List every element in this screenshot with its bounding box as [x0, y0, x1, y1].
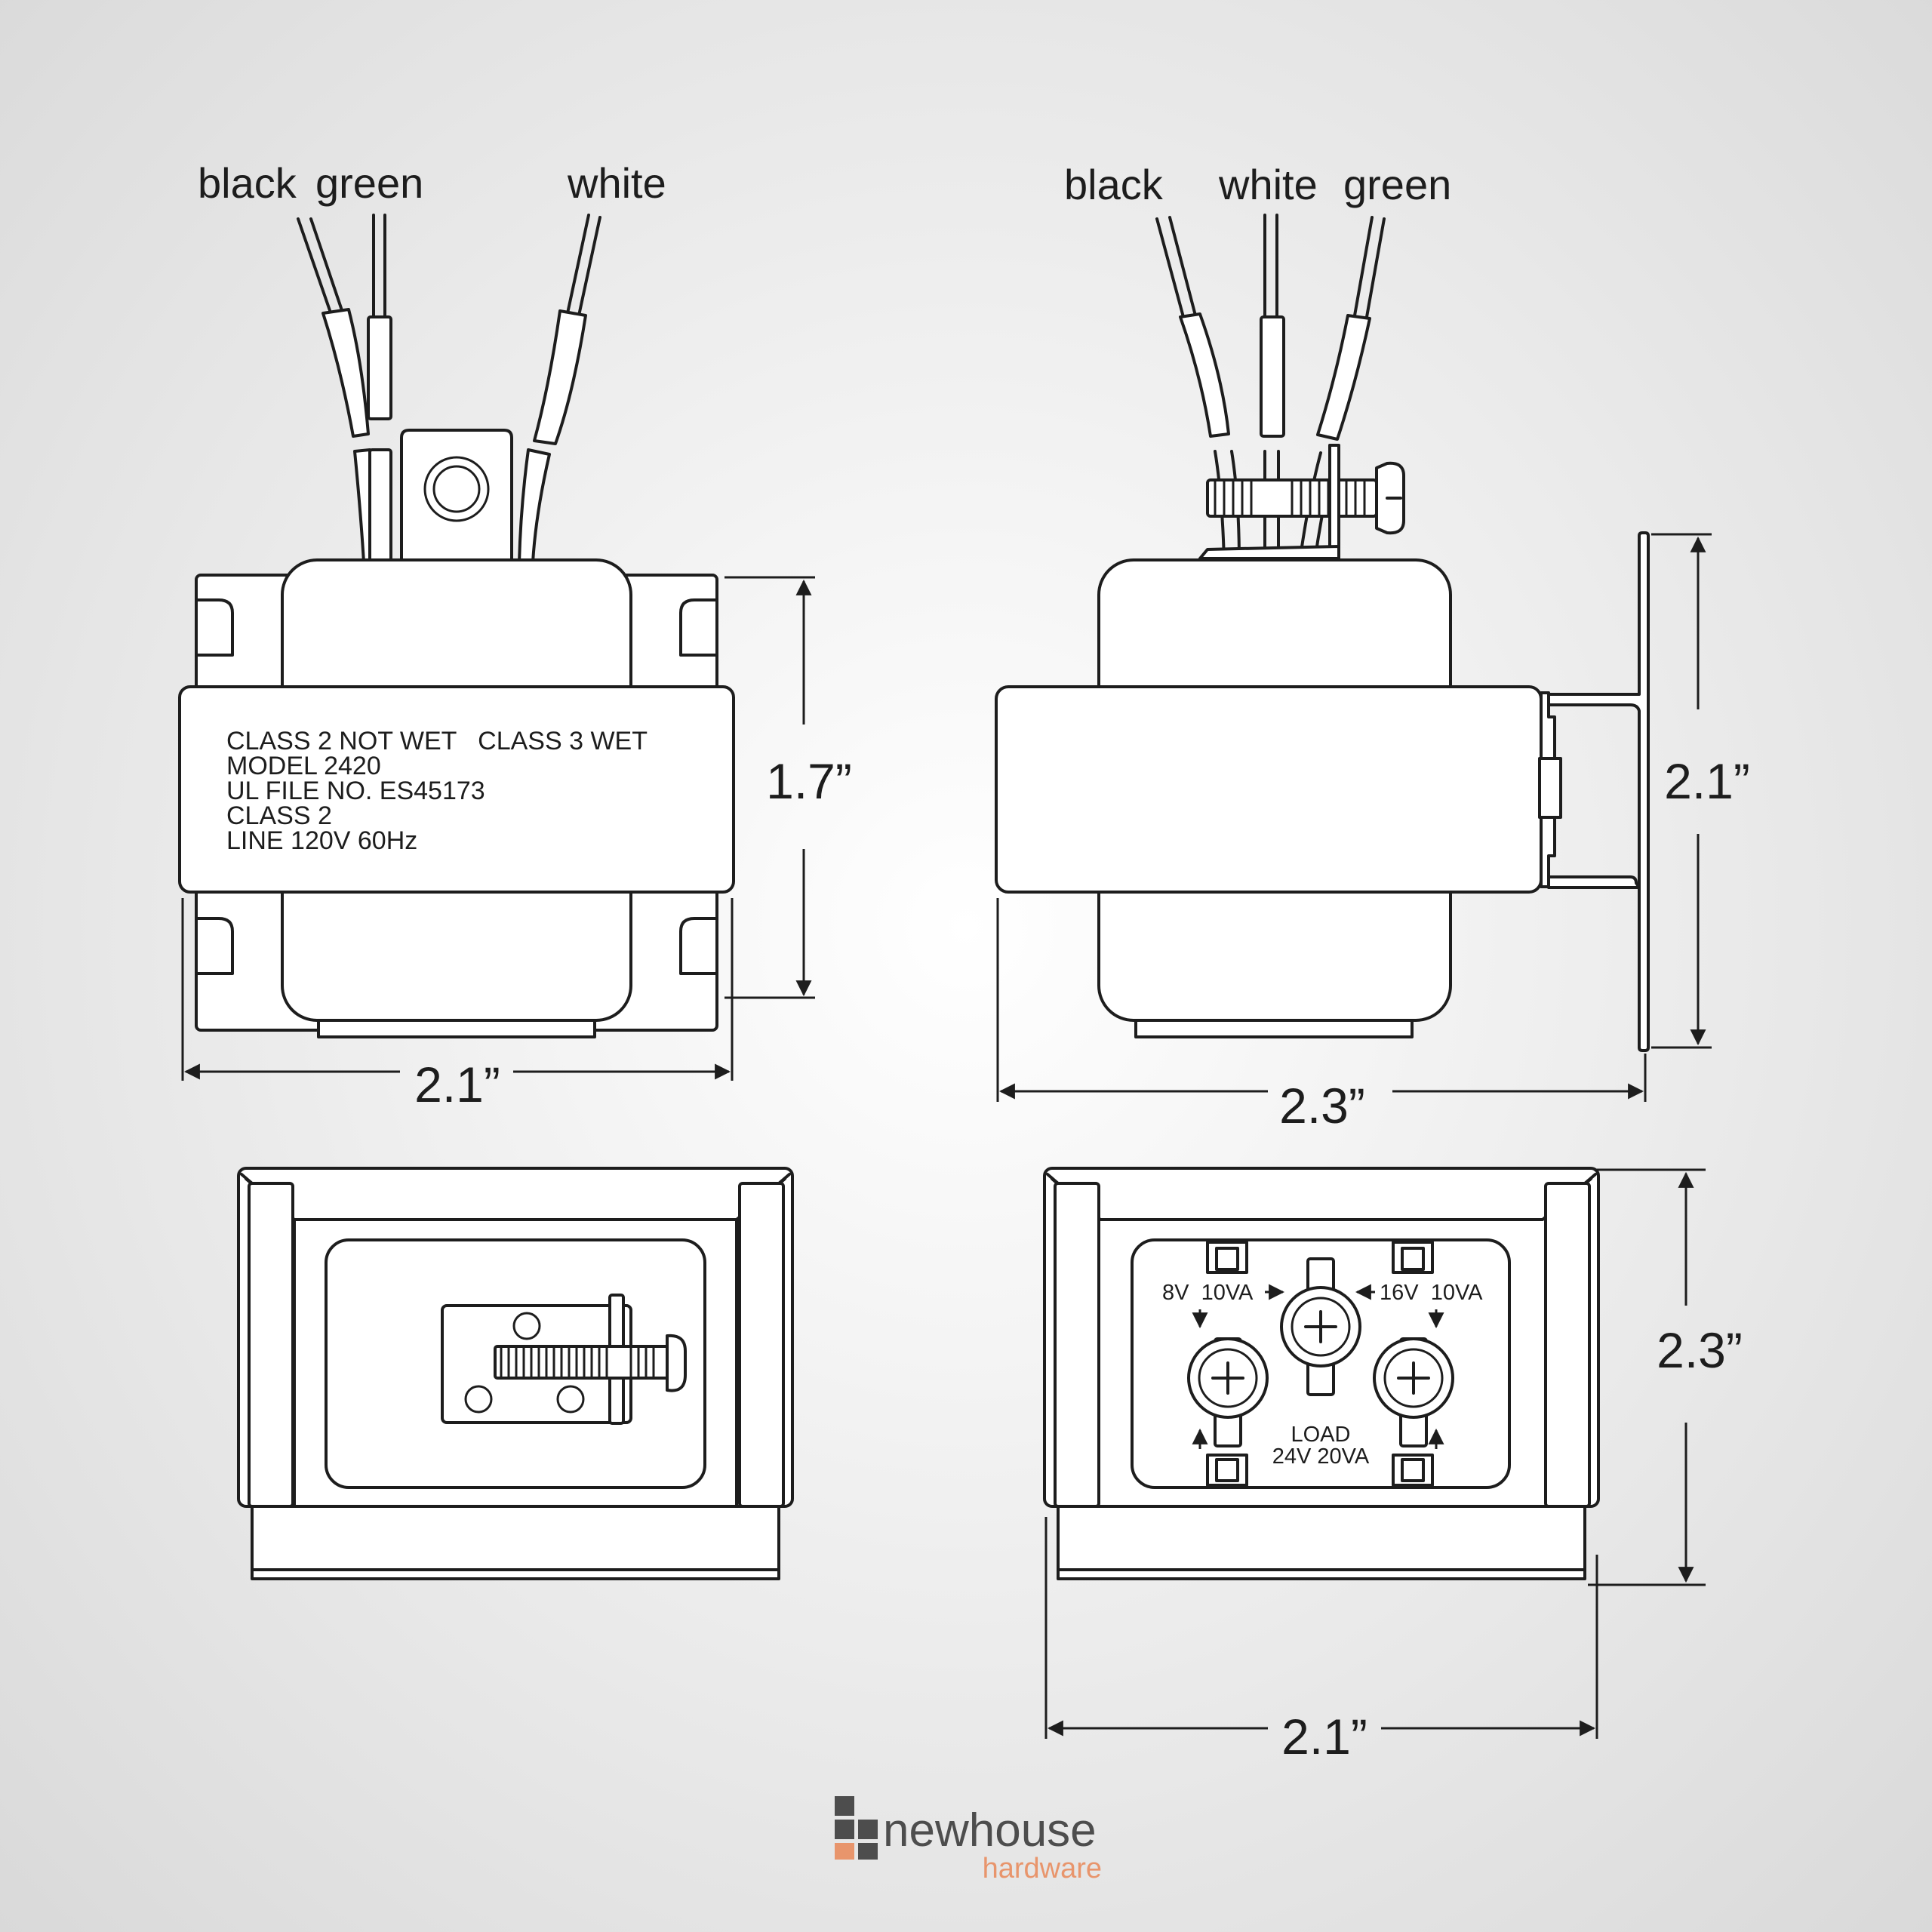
front-width-dimension: 2.1”: [181, 898, 734, 1112]
front-wires: [297, 214, 601, 565]
front-nameplate: CLASS 2 NOT WET CLASS 3 WET MODEL 2420 U…: [178, 685, 735, 894]
nameplate-line-2: MODEL 2420: [226, 752, 381, 780]
front-height-dimension: 1.7”: [724, 576, 852, 999]
terminal-arrows: [1192, 1284, 1444, 1449]
side-height-label: 2.1”: [1664, 753, 1750, 809]
side-width-dimension: 2.3”: [996, 898, 1647, 1134]
load-label: LOAD: [1291, 1423, 1351, 1447]
front-view: CLASS 2 NOT WET CLASS 3 WET MODEL 2420 U…: [178, 159, 852, 1112]
terminal-height-dimension: 2.3”: [1588, 1168, 1743, 1586]
side-bracket: [1547, 531, 1650, 1052]
terminal-center: [1280, 1257, 1361, 1396]
front-width-label: 2.1”: [414, 1057, 500, 1112]
terminal-slots: [1206, 1241, 1434, 1487]
side-view: black white green 2.1” 2.3”: [995, 161, 1750, 1134]
terminal-label-left: 8V 10VA: [1162, 1281, 1254, 1305]
front-mount-tab: [400, 429, 513, 564]
side-height-dimension: 2.1”: [1651, 533, 1750, 1049]
terminal-right: [1373, 1337, 1454, 1447]
nameplate-line-4: CLASS 2: [226, 801, 332, 830]
terminal-width-dimension: 2.1”: [1044, 1517, 1598, 1764]
side-width-label: 2.3”: [1279, 1078, 1365, 1134]
front-height-label: 1.7”: [766, 753, 852, 809]
terminal-height-label: 2.3”: [1657, 1322, 1743, 1378]
front-wire-label-white: white: [567, 159, 666, 207]
top-screw-plate: [441, 1294, 687, 1425]
side-wire-label-green: green: [1343, 161, 1451, 208]
load-rating-label: 24V 20VA: [1272, 1444, 1370, 1469]
top-view: [237, 1167, 794, 1580]
front-wire-label-black: black: [198, 159, 297, 207]
front-wire-label-green: green: [315, 159, 423, 207]
nameplate-line-5: LINE 120V 60Hz: [226, 826, 417, 855]
newhouse-logo: newhouse hardware: [835, 1796, 1102, 1884]
brand-sub: hardware: [983, 1853, 1102, 1884]
terminal-view: 8V 10VA 16V 10VA LOAD 24V 20VA 2.3” 2.1”: [1043, 1167, 1743, 1764]
terminal-label-right: 16V 10VA: [1380, 1281, 1483, 1305]
brand-name: newhouse: [883, 1804, 1097, 1857]
nameplate-line-3: UL FILE NO. ES45173: [226, 777, 485, 805]
terminal-width-label: 2.1”: [1281, 1709, 1367, 1764]
side-wire-label-white: white: [1218, 161, 1318, 208]
nameplate-line-1: CLASS 2 NOT WET CLASS 3 WET: [226, 727, 648, 755]
side-wire-label-black: black: [1064, 161, 1164, 208]
side-screw: [1198, 444, 1405, 560]
side-body: [995, 558, 1562, 1038]
terminal-left: [1187, 1337, 1269, 1447]
newhouse-logo-mark: [835, 1796, 878, 1860]
